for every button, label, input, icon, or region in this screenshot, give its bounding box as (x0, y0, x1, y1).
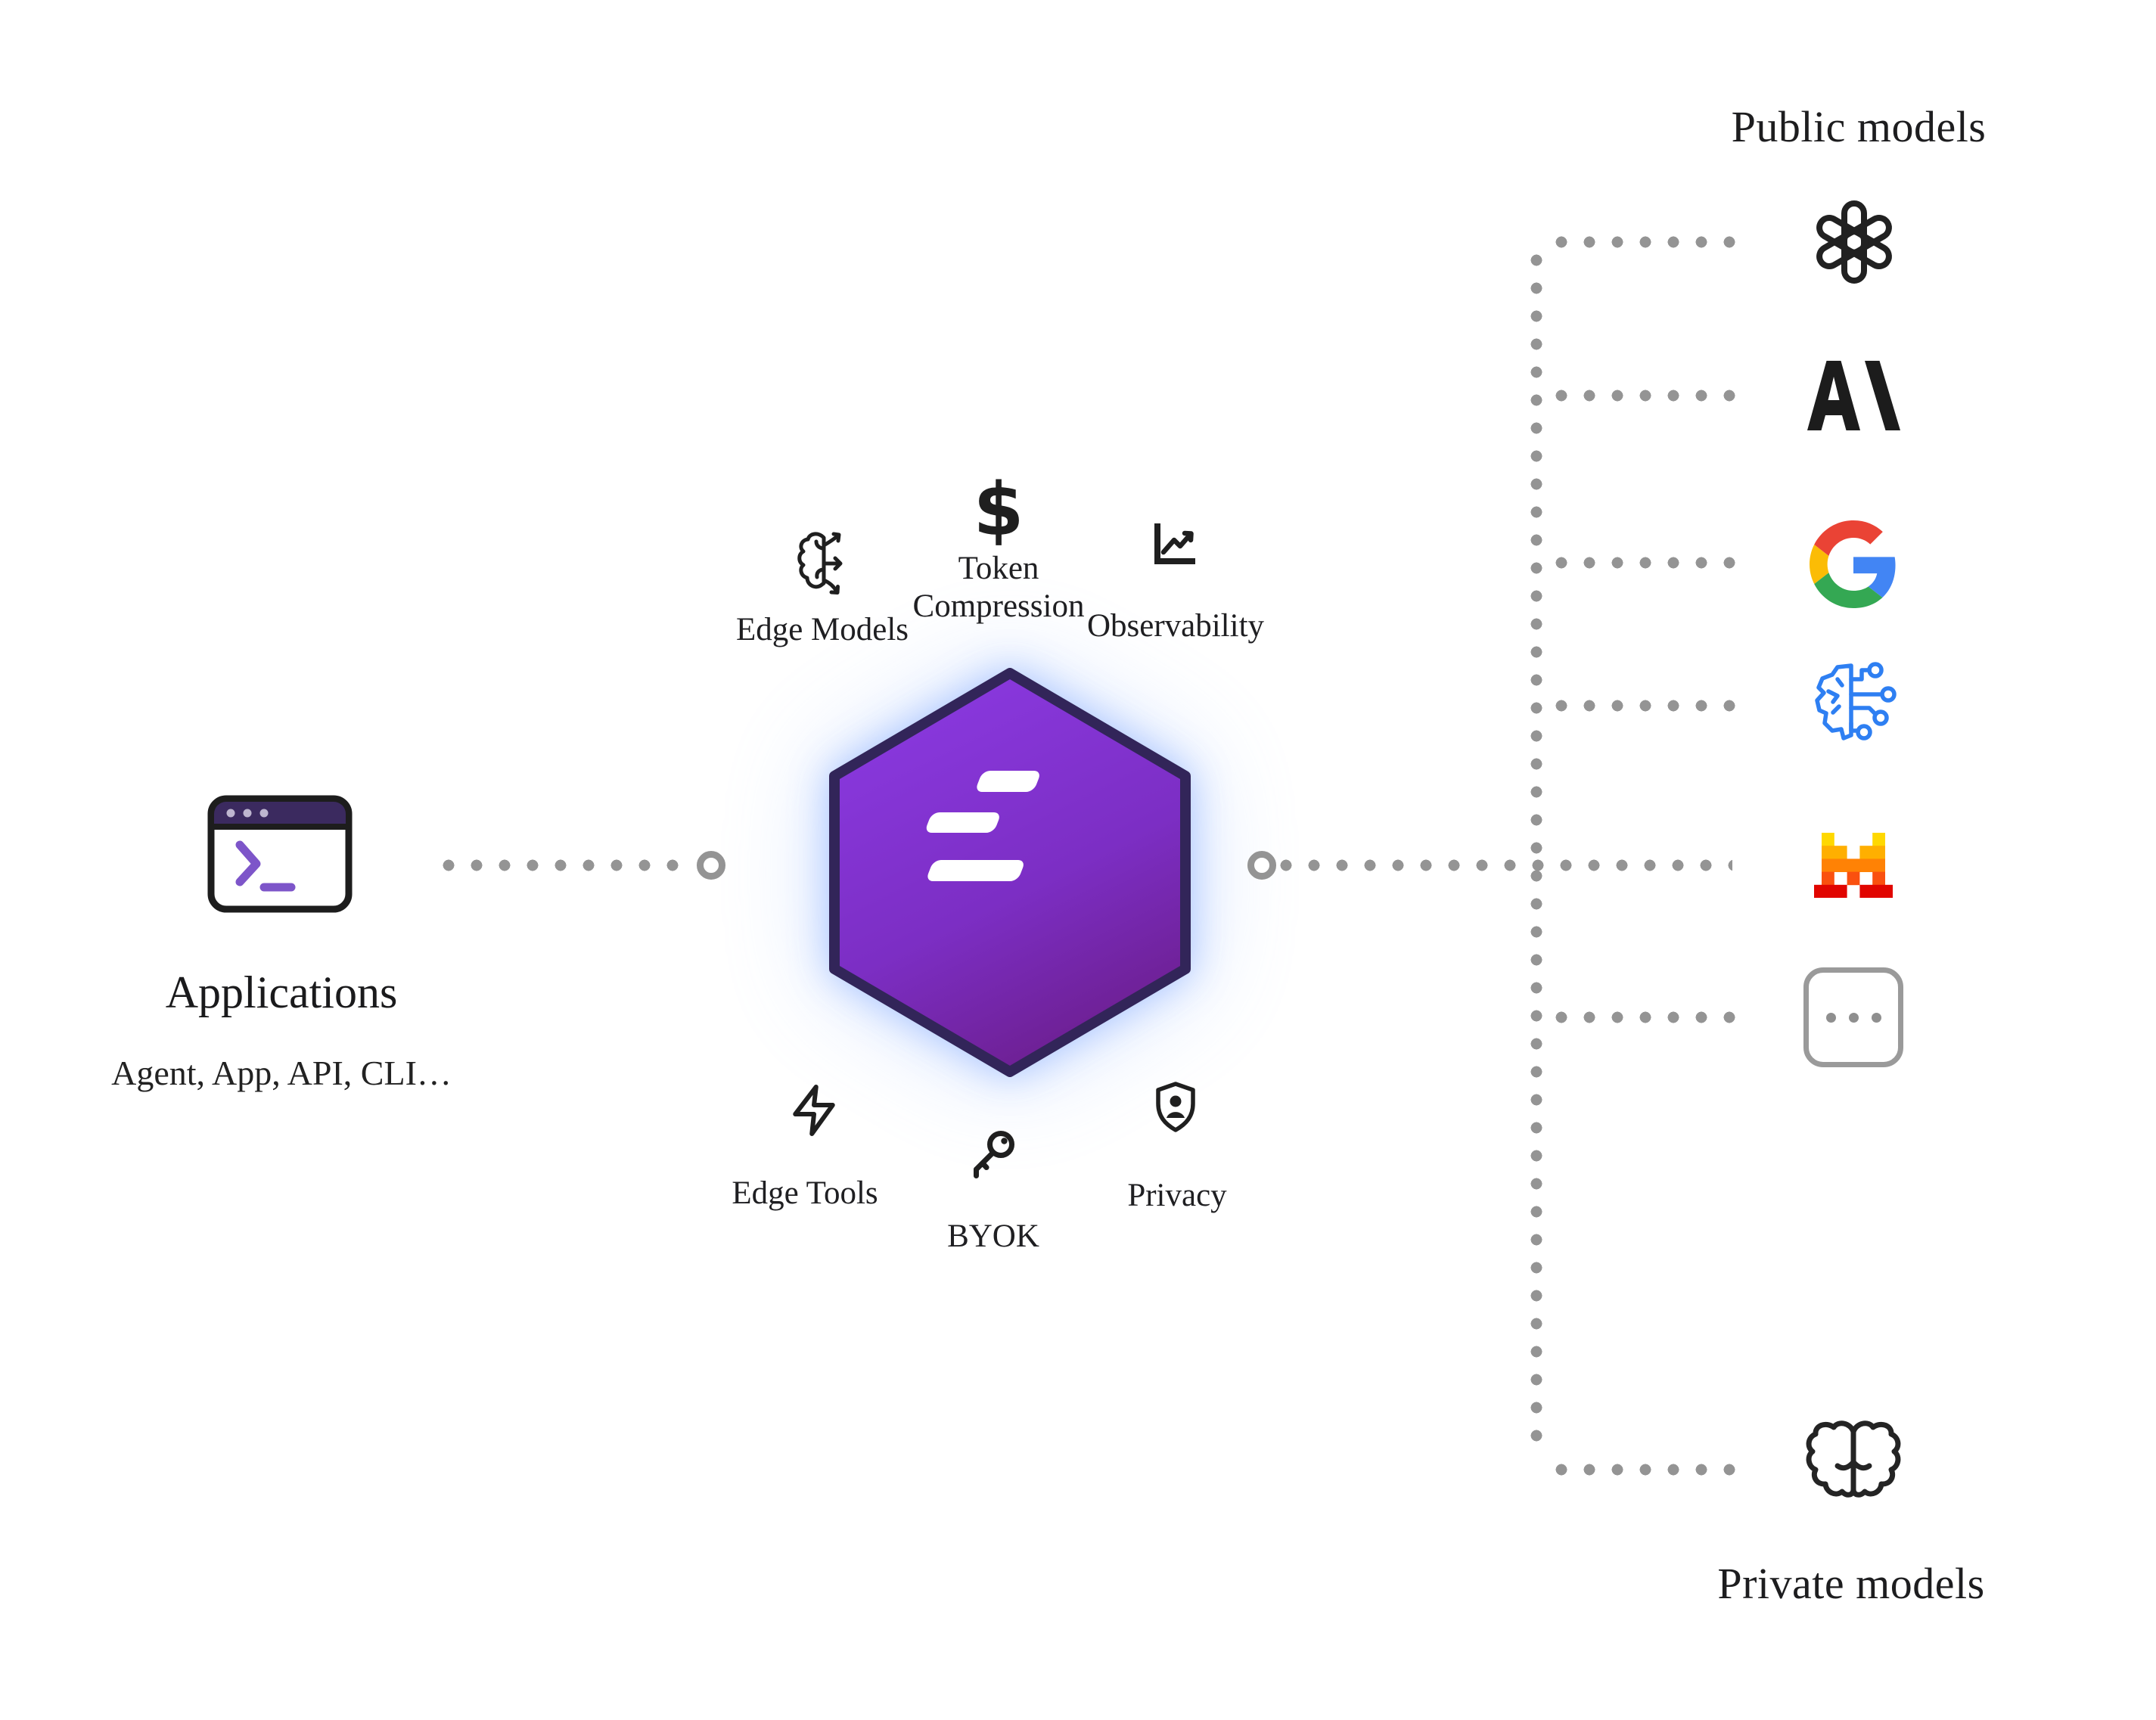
shield-user-icon (1156, 1082, 1195, 1132)
public-models-heading: Public models (1731, 102, 1987, 151)
edgee-hexagon-logo (829, 668, 1191, 1077)
terminal-window-icon (207, 795, 353, 913)
branch-anthropic (1555, 390, 1749, 402)
feature-byok-label: BYOK (947, 1219, 1039, 1254)
connector-hub-to-models (1280, 859, 1732, 871)
models-trunk-line (1530, 254, 1542, 1449)
openai-logo (1816, 200, 1892, 284)
ellipsis-box-icon (1825, 1012, 1836, 1023)
mistral-logo (1814, 833, 1893, 898)
feature-edge-models-label: Edge Models (735, 612, 909, 647)
connector-ring-right (1247, 851, 1276, 880)
applications-subtitle: Agent, App, API, CLI… (111, 1054, 452, 1092)
lightning-icon (793, 1085, 835, 1136)
chart-line-icon (1154, 523, 1195, 564)
applications-title: Applications (165, 967, 398, 1017)
brain-arrows-icon (797, 532, 843, 595)
connector-ring-left (697, 851, 725, 880)
edgee-logo-bars (926, 771, 1039, 881)
google-logo (1810, 520, 1896, 608)
key-icon (974, 1131, 1014, 1178)
more-models-box (1803, 967, 1903, 1067)
branch-openai (1555, 236, 1749, 248)
feature-observability-label: Observability (1086, 608, 1265, 644)
brain-circuit-logo (1815, 662, 1897, 740)
brain-icon (1806, 1417, 1903, 1523)
dollar-icon: $ (973, 467, 1024, 552)
anthropic-logo (1807, 361, 1900, 430)
feature-token-compression-label: Token Compression (912, 551, 1085, 624)
feature-edge-tools-label: Edge Tools (732, 1175, 878, 1211)
connector-apps-to-hub (443, 859, 692, 871)
branch-brain-circuit (1555, 700, 1749, 712)
feature-privacy-label: Privacy (1127, 1178, 1227, 1213)
private-models-heading: Private models (1717, 1559, 1985, 1608)
branch-google (1555, 557, 1749, 569)
branch-private-models (1555, 1464, 1749, 1476)
branch-more-models (1555, 1011, 1749, 1023)
